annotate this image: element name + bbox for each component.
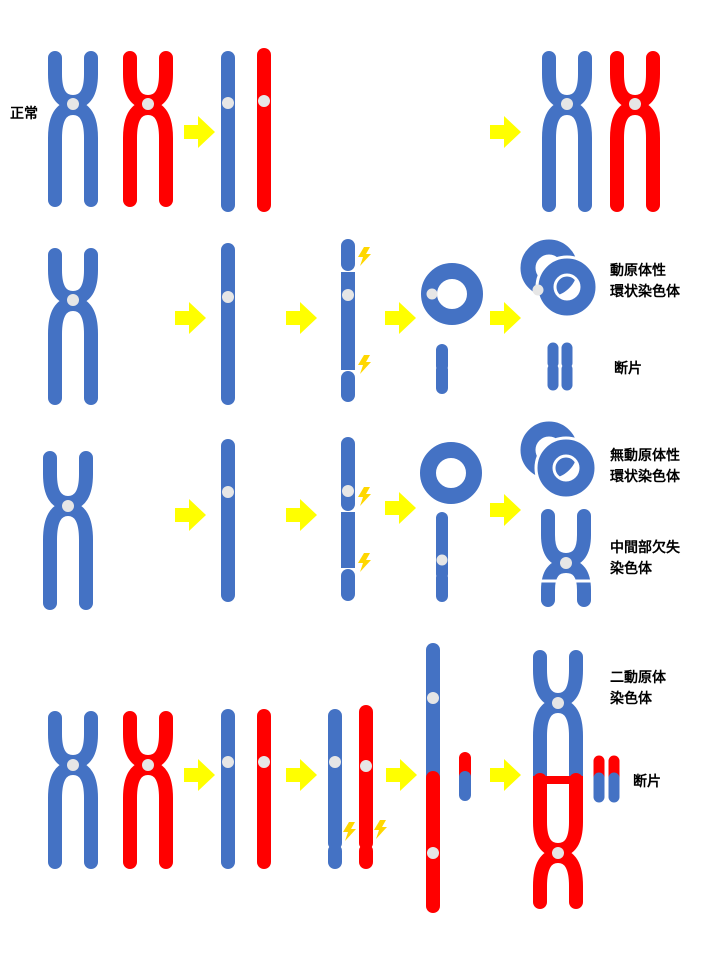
centromere xyxy=(222,97,234,109)
centromere xyxy=(552,847,564,859)
arrow-icon xyxy=(184,116,215,148)
centromere xyxy=(360,760,372,772)
centromere xyxy=(629,98,641,110)
row-acentric-ring: 無動原体性 環状染色体 中間部欠失 染色体 xyxy=(43,421,681,610)
centromere xyxy=(561,98,573,110)
arrow-icon xyxy=(286,302,317,334)
label-interstitial-1: 中間部欠失 xyxy=(610,539,681,556)
centromere xyxy=(532,284,544,296)
centromere xyxy=(560,557,572,569)
arrow-icon xyxy=(286,499,317,531)
arrow-icon xyxy=(490,494,521,526)
label-fragment: 断片 xyxy=(614,360,642,377)
x-chromosome-blue xyxy=(542,51,592,212)
centromere xyxy=(62,500,74,512)
x-chromosome-blue xyxy=(48,711,98,869)
arrow-icon xyxy=(385,492,416,524)
centromere xyxy=(222,291,234,303)
dicentric-top-blue xyxy=(533,650,583,787)
arrow-icon xyxy=(490,759,521,791)
centromere xyxy=(67,759,79,771)
arrow-icon xyxy=(286,759,317,791)
centromere xyxy=(258,756,270,768)
centromere xyxy=(426,288,438,300)
fragment-pair xyxy=(547,342,573,391)
arrow-icon xyxy=(175,499,206,531)
label-acentric-ring-2: 環状染色体 xyxy=(610,468,681,485)
x-chromosome-red xyxy=(610,51,660,212)
dicentric-bottom-red xyxy=(533,773,583,909)
label-fragment: 断片 xyxy=(633,773,661,790)
label-interstitial-2: 染色体 xyxy=(610,560,653,577)
arrow-icon xyxy=(175,302,206,334)
arrow-icon xyxy=(490,116,521,148)
centromere xyxy=(342,485,354,497)
centromere xyxy=(67,98,79,110)
fragment-pair xyxy=(593,755,620,803)
centromere xyxy=(552,697,564,709)
centromere xyxy=(142,759,154,771)
ring-chromosome xyxy=(538,258,596,316)
label-centric-ring-2: 環状染色体 xyxy=(610,283,681,300)
centromere xyxy=(427,692,439,704)
arrow-icon xyxy=(385,302,416,334)
x-chromosome-blue xyxy=(48,248,98,405)
centromere xyxy=(329,756,341,768)
arrow-icon xyxy=(386,759,417,791)
label-dicentric-2: 染色体 xyxy=(610,690,653,707)
x-chromosome-red xyxy=(123,51,173,207)
x-chromosome-blue xyxy=(43,451,93,610)
row-centric-ring: 動原体性 環状染色体 断片 xyxy=(48,239,681,405)
label-acentric-ring-1: 無動原体性 xyxy=(610,447,680,464)
ring-chromosome xyxy=(537,439,595,497)
lightning-icon xyxy=(374,820,387,839)
row-dicentric: 二動原体 染色体 断片 xyxy=(48,643,667,913)
row-normal: 正常 xyxy=(10,48,660,212)
centromere xyxy=(436,554,448,566)
centromere xyxy=(222,486,234,498)
centromere xyxy=(342,289,354,301)
arrow-icon xyxy=(184,759,215,791)
x-chromosome-blue xyxy=(48,51,98,207)
centromere xyxy=(222,756,234,768)
centromere xyxy=(67,294,79,306)
lightning-icon xyxy=(343,822,356,841)
centromere xyxy=(258,95,270,107)
label-centric-ring-1: 動原体性 xyxy=(610,262,666,279)
lightning-icon xyxy=(358,487,371,506)
label-dicentric-1: 二動原体 xyxy=(610,669,667,686)
centromere xyxy=(427,847,439,859)
label-normal: 正常 xyxy=(10,105,38,122)
centromere xyxy=(142,98,154,110)
ring-chromosome xyxy=(420,442,482,504)
lightning-icon xyxy=(358,355,371,374)
lightning-icon xyxy=(358,553,371,572)
fusion-joint xyxy=(533,776,583,784)
lightning-icon xyxy=(358,247,371,266)
arrow-icon xyxy=(490,302,521,334)
x-chromosome-red xyxy=(123,711,173,869)
